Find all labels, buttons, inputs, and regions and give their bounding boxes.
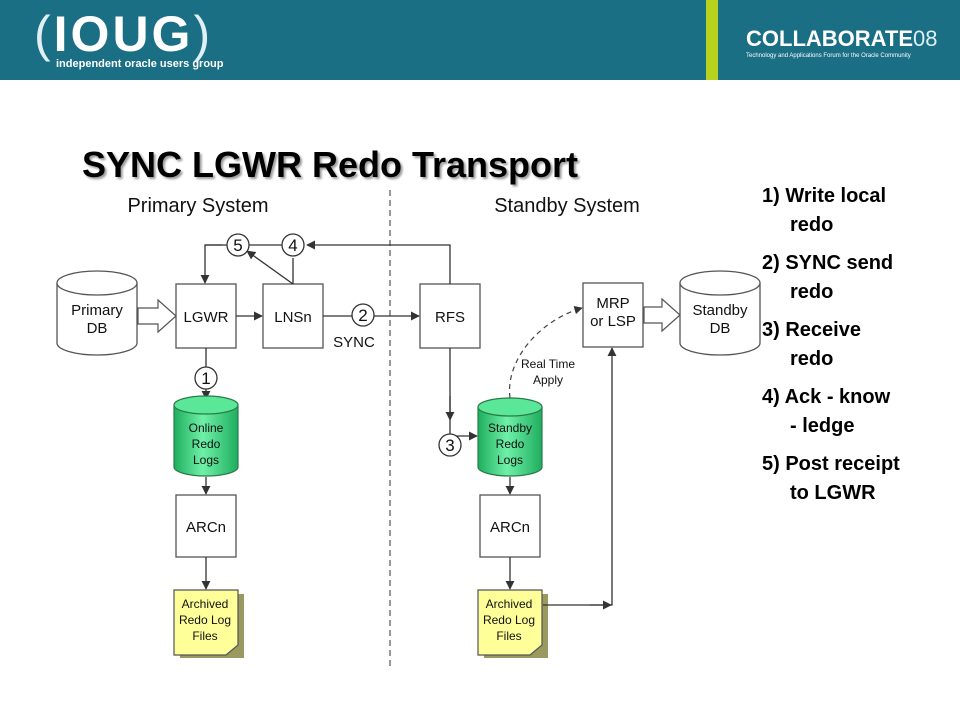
- lnsn-box: LNSn: [262, 283, 324, 349]
- primary-db-to-lgwr-arrow: [137, 298, 177, 334]
- archived-primary-line2: Redo Log: [179, 613, 231, 627]
- real-time-apply-line2: Apply: [533, 373, 563, 387]
- archived-primary-line3: Files: [192, 629, 217, 643]
- lgwr-box: LGWR: [175, 283, 237, 349]
- svg-text:2: 2: [358, 306, 367, 325]
- sync-label: SYNC: [333, 334, 375, 351]
- step-2-badge: 2: [351, 303, 375, 327]
- online-redo-logs: Online Redo Logs: [173, 395, 239, 477]
- archived-standby-line1: Archived: [486, 597, 533, 611]
- mrp-box: MRP or LSP: [582, 282, 644, 348]
- mrp-line1: MRP: [596, 295, 629, 312]
- real-time-apply-arrow: [508, 306, 583, 399]
- ioug-tagline: independent oracle users group: [56, 58, 224, 70]
- online-redo-line3: Logs: [193, 453, 219, 467]
- rfs-label: RFS: [435, 309, 465, 326]
- standby-db: Standby DB: [679, 270, 761, 356]
- real-time-apply-line1: Real Time: [521, 357, 575, 371]
- note-1: 1) Write local redo: [762, 185, 887, 236]
- svg-text:4: 4: [288, 236, 297, 255]
- arcn-primary-box: ARCn: [175, 494, 237, 558]
- ioug-logo: (IOUG): [34, 6, 214, 62]
- post-to-lgwr-arrow: [200, 244, 293, 284]
- standby-db-line1: Standby: [692, 302, 748, 319]
- step-4-badge: 4: [281, 233, 305, 257]
- archived-primary-line1: Archived: [182, 597, 229, 611]
- svg-text:1: 1: [201, 369, 210, 388]
- online-redo-line1: Online: [189, 421, 224, 435]
- header-banner: (IOUG) independent oracle users group CO…: [0, 0, 960, 80]
- archived-standby-line3: Files: [496, 629, 521, 643]
- standby-redo-line3: Logs: [497, 453, 523, 467]
- banner-left: [0, 0, 706, 80]
- lgwr-label: LGWR: [184, 309, 229, 326]
- online-redo-line2: Redo: [192, 437, 221, 451]
- archived-redo-standby: Archived Redo Log Files: [477, 589, 548, 658]
- rfs-box: RFS: [419, 283, 481, 349]
- standby-system-label: Standby System: [494, 195, 640, 217]
- lnsn-label: LNSn: [274, 309, 312, 326]
- archived-standby-line2: Redo Log: [483, 613, 535, 627]
- standby-redo-logs: Standby Redo Logs: [477, 397, 543, 477]
- collaborate-tagline: Technology and Applications Forum for th…: [746, 53, 911, 59]
- arcn-standby-box: ARCn: [479, 494, 541, 558]
- banner-accent-stripe: [706, 0, 718, 80]
- post-receipt-arrow: [246, 250, 294, 285]
- standby-db-line2: DB: [710, 320, 731, 337]
- step-1-badge: 1: [194, 366, 218, 390]
- standby-redo-line1: Standby: [488, 421, 532, 435]
- primary-db: Primary DB: [56, 270, 138, 356]
- slide-title: SYNC LGWR Redo Transport: [82, 144, 579, 185]
- step-5-badge: 5: [226, 233, 250, 257]
- archived-redo-primary: Archived Redo Log Files: [173, 589, 244, 658]
- mrp-line2: or LSP: [590, 313, 636, 330]
- mrp-to-standby-db-arrow: [643, 297, 681, 333]
- standby-redo-line2: Redo: [496, 437, 525, 451]
- arcn-primary-label: ARCn: [186, 519, 226, 536]
- svg-text:3: 3: [445, 436, 454, 455]
- note-2: 2) SYNC send redo: [762, 252, 894, 303]
- primary-db-line2: DB: [87, 320, 108, 337]
- archived-to-mrp-arrow: [543, 347, 617, 606]
- note-3: 3) Receive redo: [762, 319, 861, 370]
- rfs-ack-arrow: [306, 240, 451, 284]
- primary-db-line1: Primary: [71, 302, 123, 319]
- banner-right: [718, 0, 960, 80]
- note-5: 5) Post receipt to LGWR: [762, 453, 900, 504]
- note-4: 4) Ack - know - ledge: [762, 386, 891, 437]
- step-3-badge: 3: [438, 433, 462, 457]
- collaborate-logo: COLLABORATE08: [746, 26, 938, 51]
- primary-system-label: Primary System: [127, 195, 268, 217]
- svg-text:5: 5: [233, 236, 242, 255]
- arcn-standby-label: ARCn: [490, 519, 530, 536]
- step-notes: 1) Write local redo 2) SYNC send redo 3)…: [762, 182, 952, 517]
